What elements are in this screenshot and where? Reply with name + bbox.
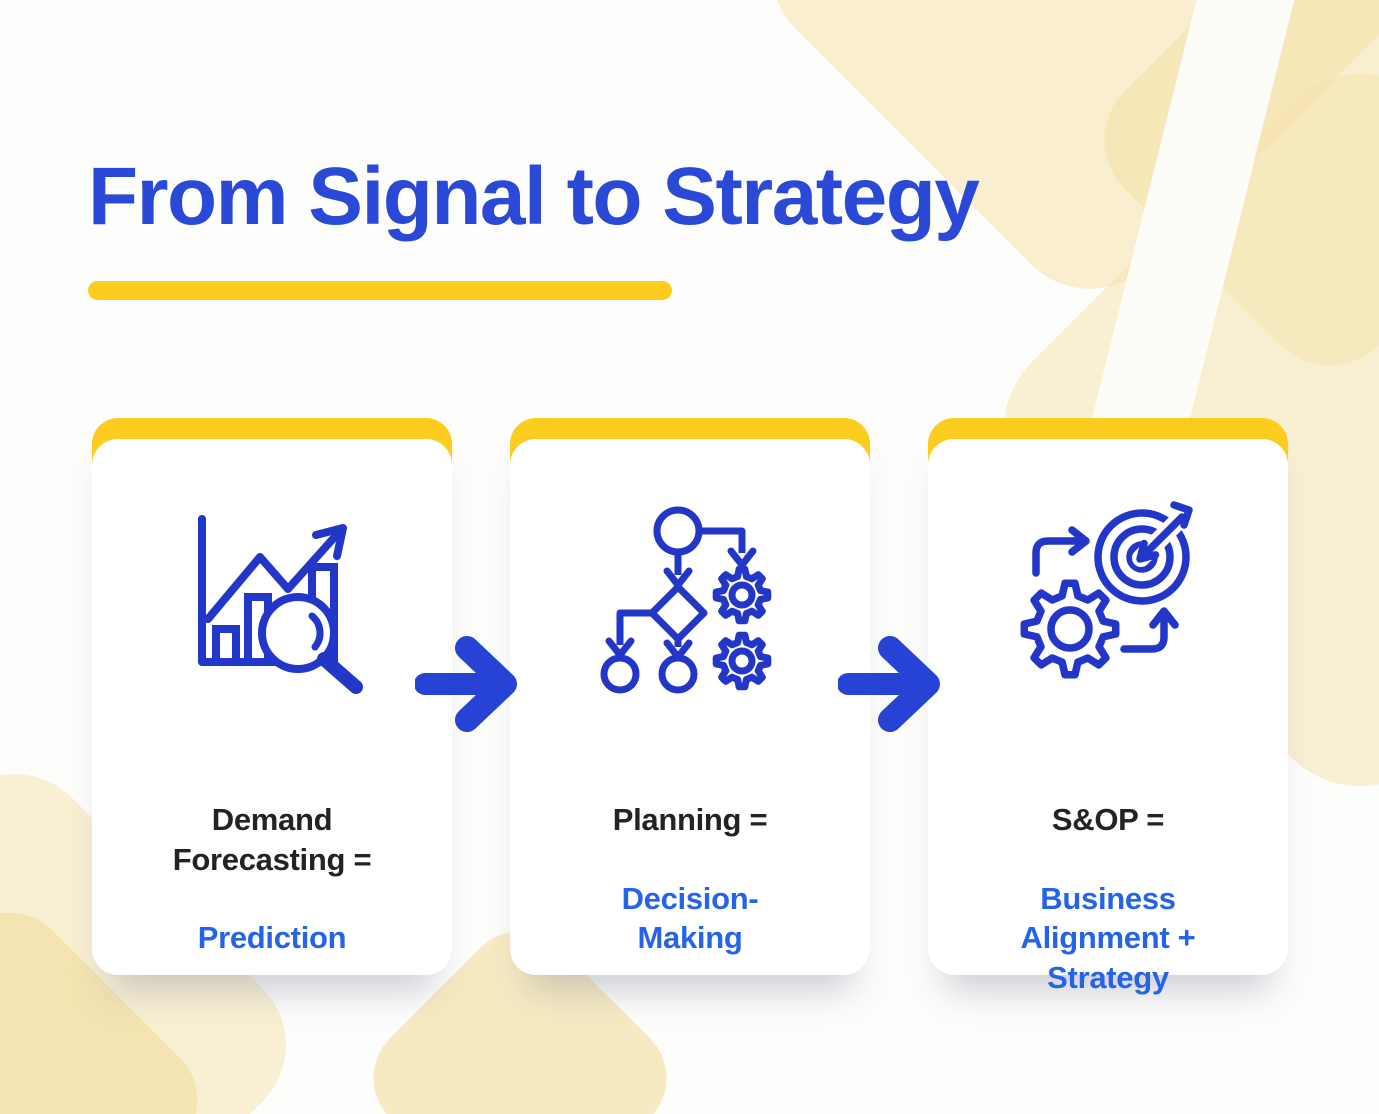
card-demand-forecasting: Demand Forecasting = Prediction: [92, 418, 452, 975]
card-body: Planning = Decision- Making: [510, 439, 870, 975]
card-caption: Demand Forecasting = Prediction: [173, 761, 372, 997]
card-label-accent: Decision- Making: [621, 881, 759, 956]
card-sop: S&OP = Business Alignment + Strategy: [928, 418, 1288, 995]
card-label-dark: S&OP =: [1051, 802, 1165, 838]
flow-arrow-icon: [838, 636, 940, 732]
title-underline: [88, 281, 672, 300]
flowchart-gears-icon: [600, 506, 772, 694]
bar-chart-magnifier-icon: [198, 515, 363, 694]
card-label-dark: Demand Forecasting =: [172, 802, 372, 877]
card-caption: Planning = Decision- Making: [613, 761, 768, 997]
card-label-accent: Prediction: [197, 920, 347, 956]
card-label-dark: Planning =: [612, 802, 768, 838]
card-caption: S&OP = Business Alignment + Strategy: [1021, 761, 1196, 1037]
gear-target-icon: [1020, 501, 1193, 679]
card-body: S&OP = Business Alignment + Strategy: [928, 439, 1288, 995]
card-planning: Planning = Decision- Making: [510, 418, 870, 975]
flow-arrow-icon: [415, 636, 517, 732]
card-label-accent: Business Alignment + Strategy: [1020, 881, 1196, 995]
page-title: From Signal to Strategy: [88, 151, 980, 242]
card-body: Demand Forecasting = Prediction: [92, 439, 452, 975]
